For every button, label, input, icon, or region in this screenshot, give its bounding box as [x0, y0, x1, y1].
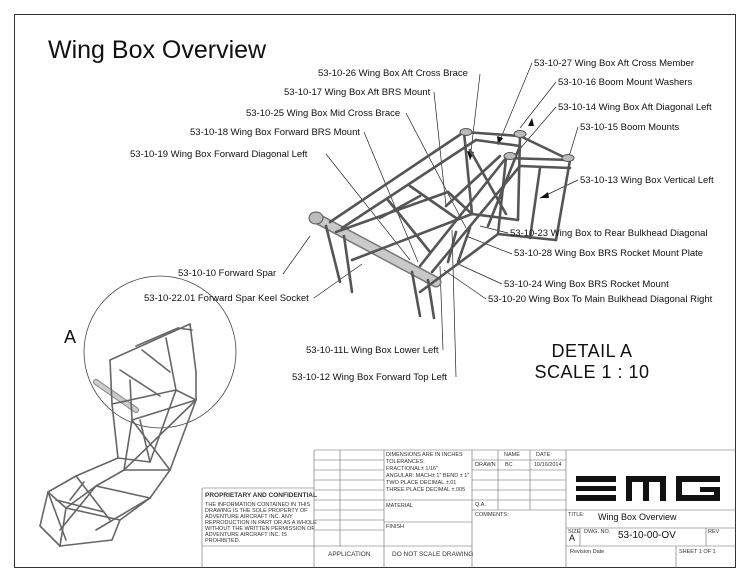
rev-label: REV — [708, 529, 720, 535]
dwg-no-label: DWG. NO. — [584, 529, 611, 535]
dim-note-three-place: THREE PLACE DECIMAL ±.005 — [386, 487, 466, 493]
dim-note-units: DIMENSIONS ARE IN INCHES — [386, 452, 463, 458]
callout-aft-brs-mount: 53-10-17 Wing Box Aft BRS Mount — [284, 87, 431, 98]
proprietary-title: PROPRIETARY AND CONFIDENTIAL — [205, 492, 317, 499]
callout-forward-diagonal-left: 53-10-19 Wing Box Forward Diagonal Left — [130, 149, 308, 160]
detail-label: DETAIL A SCALE 1 : 10 — [522, 341, 662, 383]
title-label: TITLE: — [568, 512, 585, 518]
callout-lower-left: 53-10-11L Wing Box Lower Left — [306, 345, 439, 356]
proprietary-line-6: ADVENTURE AIRCRAFT INC. IS — [205, 532, 287, 538]
fuselage-frame — [39, 323, 197, 547]
size-value: A — [569, 533, 576, 543]
callout-mid-cross-brace: 53-10-25 Wing Box Mid Cross Brace — [246, 108, 401, 119]
dwg-no-value: 53-10-00-OV — [618, 530, 676, 541]
proprietary-line-1: THE INFORMATION CONTAINED IN THIS — [205, 502, 311, 508]
dim-note-fractional: FRACTIONAL± 1/16" — [386, 466, 439, 472]
material-label: MATERIAL — [386, 503, 414, 509]
callout-aft-diagonal-left: 53-10-14 Wing Box Aft Diagonal Left — [558, 102, 712, 113]
callout-boom-mount-washers: 53-10-16 Boom Mount Washers — [558, 77, 693, 88]
date-header: DATE — [536, 452, 551, 458]
detail-name: DETAIL A — [551, 341, 633, 361]
proprietary-line-7: PROHIBITED. — [205, 538, 241, 544]
size-label: SIZE — [568, 529, 581, 535]
dim-note-two-place: TWO PLACE DECIMAL ±.01 — [386, 480, 457, 486]
detail-letter: A — [64, 327, 77, 347]
dim-note-tolerances: TOLERANCES: — [386, 459, 425, 465]
drawn-date: 10/16/2014 — [534, 462, 562, 468]
do-not-scale-note: DO NOT SCALE DRAWING — [392, 551, 474, 558]
comments-label: COMMENTS: — [475, 512, 509, 518]
callout-brs-rocket-mount: 53-10-24 Wing Box BRS Rocket Mount — [504, 279, 669, 290]
proprietary-line-5: WITHOUT THE WRITTEN PERMISSION OF — [205, 526, 315, 532]
title-value: Wing Box Overview — [598, 512, 677, 522]
title-block-grid — [201, 449, 736, 568]
finish-label: FINISH — [386, 524, 405, 530]
drawing-title: Wing Box Overview — [48, 36, 267, 64]
proprietary-line-4: REPRODUCTION IN PART OR AS A WHOLE — [205, 520, 317, 526]
dim-note-angular: ANGULAR: MACH± 1" BEND ± 1" — [386, 473, 470, 479]
sheet-number: SHEET 1 OF 1 — [679, 549, 716, 555]
callout-forward-spar: 53-10-10 Forward Spar — [178, 268, 277, 279]
boom-mount-washers — [308, 128, 575, 225]
callout-rear-bulkhead-diagonal: 53-10-23 Wing Box to Rear Bulkhead Diago… — [510, 228, 708, 239]
callout-boom-mounts: 53-10-15 Boom Mounts — [580, 122, 680, 133]
proprietary-line-3: ADVENTURE AIRCRAFT INC. ANY — [205, 514, 293, 520]
callout-aft-cross-brace: 53-10-26 Wing Box Aft Cross Brace — [318, 68, 468, 79]
callout-aft-cross-member: 53-10-27 Wing Box Aft Cross Member — [534, 58, 694, 69]
application-label: APPLICATION — [328, 551, 371, 558]
drawing-border — [14, 14, 736, 568]
callout-forward-spar-keel-socket: 53-10-22.01 Forward Spar Keel Socket — [144, 293, 309, 304]
callout-main-bulkhead-diagonal-right: 53-10-20 Wing Box To Main Bulkhead Diago… — [488, 294, 713, 305]
detail-circle — [83, 275, 237, 429]
callout-forward-top-left: 53-10-12 Wing Box Forward Top Left — [292, 372, 448, 383]
callout-forward-brs-mount: 53-10-18 Wing Box Forward BRS Mount — [190, 127, 361, 138]
wing-box-frame — [310, 130, 572, 320]
drawn-label: DRAWN — [475, 462, 496, 468]
revision-date: Revision Date — [570, 549, 605, 555]
proprietary-line-2: DRAWING IS THE SOLE PROPERTY OF — [205, 508, 308, 514]
callout-vertical-left: 53-10-13 Wing Box Vertical Left — [580, 175, 714, 186]
name-header: NAME — [504, 452, 520, 458]
qa-label: Q.A. — [475, 502, 487, 508]
callout-brs-rocket-mount-plate: 53-10-28 Wing Box BRS Rocket Mount Plate — [514, 248, 704, 259]
emg-logo — [576, 476, 720, 501]
detail-scale: SCALE 1 : 10 — [534, 362, 650, 382]
drawn-name: BC — [505, 462, 513, 468]
